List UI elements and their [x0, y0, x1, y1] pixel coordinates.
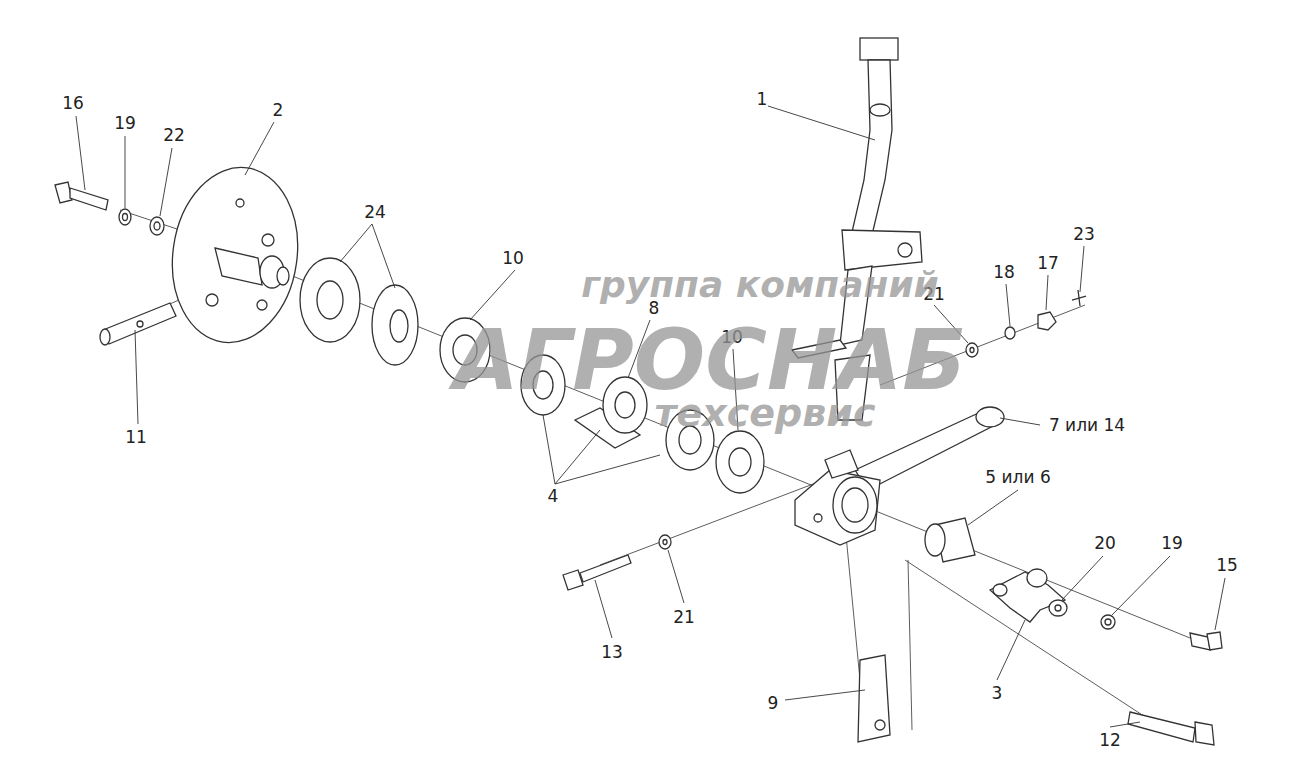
callout-number: 3	[992, 685, 1003, 702]
callout-number: 23	[1073, 226, 1095, 243]
watermark: АГРОСНАБ	[454, 318, 967, 402]
callout-number: 1	[757, 91, 768, 108]
callout-number: 5 или 6	[985, 469, 1050, 486]
watermark: группа компаний	[581, 267, 939, 303]
callout-number: 15	[1216, 557, 1238, 574]
callout-number: 11	[125, 429, 147, 446]
callout-number: 7 или 14	[1049, 417, 1125, 434]
callout-number: 4	[548, 488, 559, 505]
callout-number: 9	[768, 695, 779, 712]
callout-number: 24	[364, 204, 386, 221]
callout-number: 17	[1037, 255, 1059, 272]
callout-number: 19	[1161, 535, 1183, 552]
callout-number: 21	[673, 609, 695, 626]
callout-number: 2	[273, 102, 284, 119]
callout-number: 20	[1094, 535, 1116, 552]
callout-number: 16	[62, 95, 84, 112]
callout-number: 22	[163, 127, 185, 144]
watermark: техсервис	[654, 394, 875, 432]
callout-number: 13	[601, 644, 623, 661]
callout-number: 12	[1099, 732, 1121, 749]
callout-number: 19	[114, 115, 136, 132]
callout-number: 18	[993, 264, 1015, 281]
callout-number: 10	[502, 250, 524, 267]
